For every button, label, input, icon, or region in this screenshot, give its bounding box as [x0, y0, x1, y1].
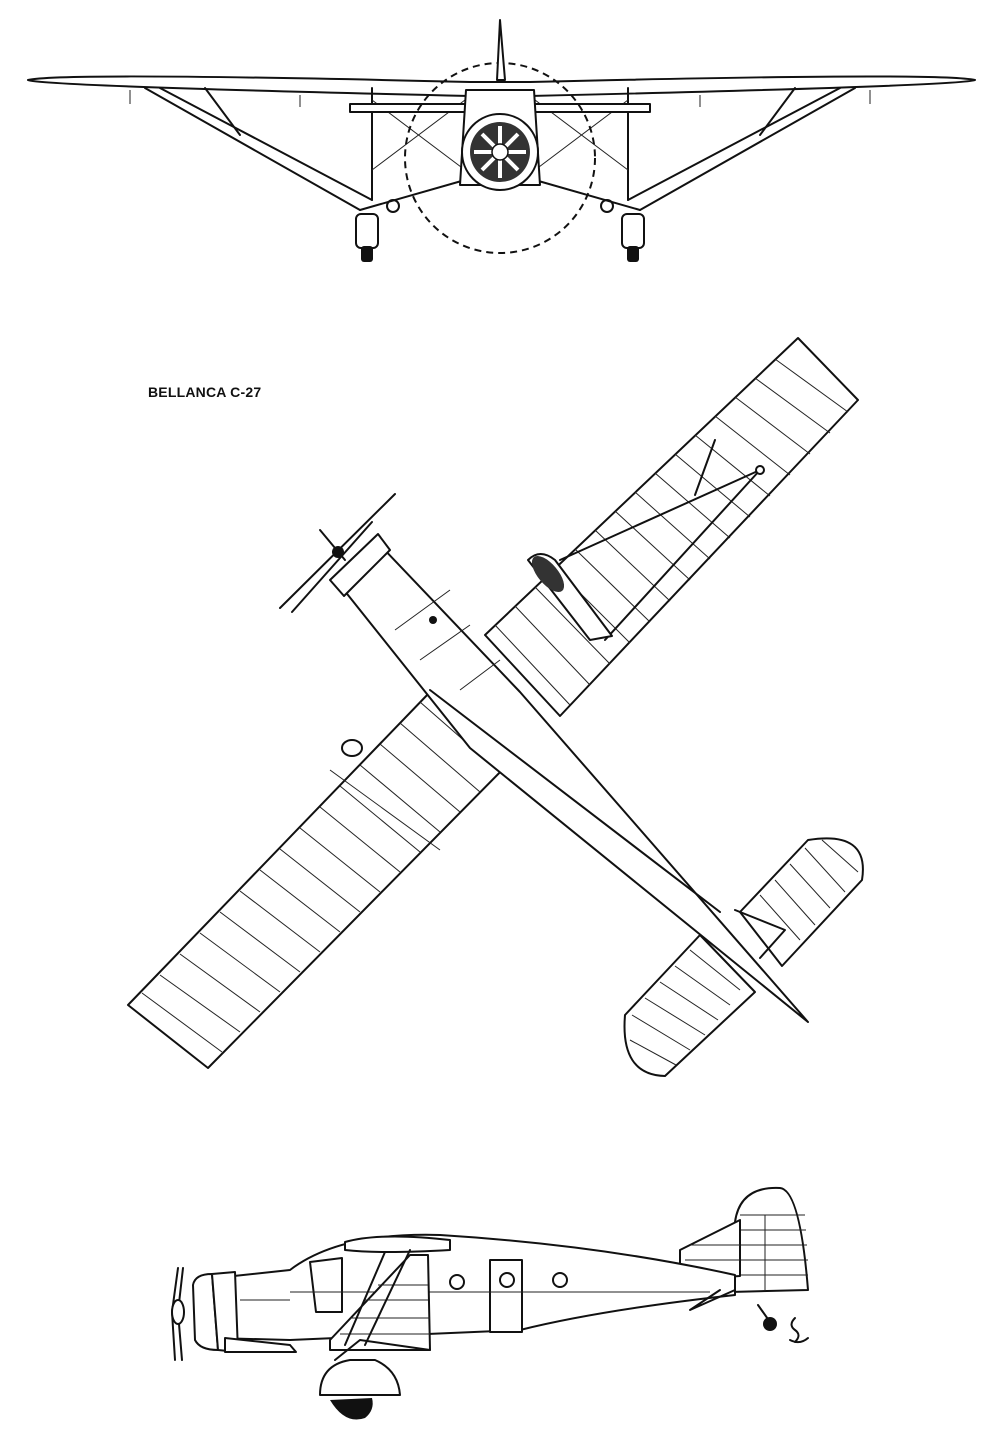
side-wing	[344, 1235, 451, 1253]
side-fin-rudder	[729, 1186, 809, 1293]
front-left-wheel	[355, 213, 379, 249]
side-gear-fairing	[319, 1359, 401, 1396]
right-wing	[484, 337, 859, 717]
tailplane-ribs	[629, 839, 859, 1066]
drawing-title: BELLANCA C-27	[148, 384, 262, 400]
front-view	[27, 19, 976, 262]
front-right-wheel	[621, 213, 645, 249]
front-wing	[27, 75, 976, 97]
tailplane	[623, 934, 756, 1077]
tail-wheel	[763, 1317, 777, 1331]
front-left-strut	[144, 87, 373, 211]
top-cowling	[329, 533, 391, 597]
front-right-strut	[627, 87, 856, 211]
side-view	[171, 1186, 809, 1420]
side-fuselage	[214, 1233, 736, 1341]
top-view	[127, 337, 864, 1077]
